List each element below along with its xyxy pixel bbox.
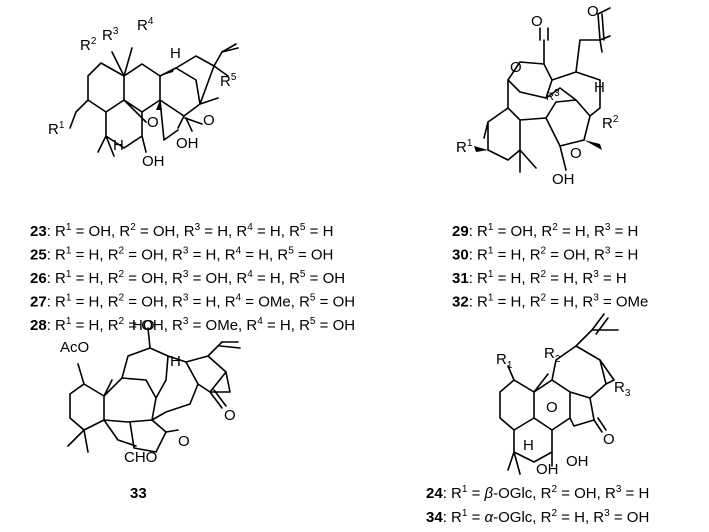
oh-2-label: OH [176,135,199,152]
oh-2-label: OH [566,453,589,470]
legend-row-30: 30: R1 = H, R2 = OH, R3 = H [452,246,638,264]
legend-row-24: 24: R1 = β-OGlc, R2 = OH, R3 = H [426,484,649,502]
h-label: H [170,353,181,370]
cho-label: CHO [124,449,157,466]
o-bridge-label: O [546,399,558,416]
o2-label: O [178,433,190,450]
legend-row-31: 31: R1 = H, R2 = H, R3 = H [452,269,627,287]
legend-row-23: 23: R1 = OH, R2 = OH, R3 = H, R4 = H, R5… [30,222,333,240]
legend-row-27: 27: R1 = H, R2 = OH, R3 = H, R4 = OMe, R… [30,293,355,311]
bond-lines [483,35,611,173]
r3-label: R3 [546,88,560,103]
legend-row-34: 34: R1 = α-OGlc, R2 = H, R3 = OH [426,508,649,526]
structure-33: HO AcO H O O CHO 33 [60,317,241,502]
o-bridge-label: O [147,114,159,131]
o1-label: O [224,407,236,424]
h-bottom-label: H [113,137,124,154]
bond-lines [67,327,231,453]
r3-label: R3 [102,26,119,44]
structure-29-series: O O O R3 H R2 R1 O OH [456,3,619,188]
o-ring-label: O [510,59,522,76]
o-ketone-label: O [203,112,215,129]
h-label: H [523,437,534,454]
legend-row-28: 28: R1 = H, R2 = OH, R3 = OMe, R4 = H, R… [30,316,355,334]
legend-row-26: 26: R1 = H, R2 = OH, R3 = OH, R4 = H, R5… [30,269,345,287]
bond-lines [499,329,619,475]
oh-1-label: OH [536,461,559,478]
r2-label: R2 [602,114,619,132]
oh-1-label: OH [142,153,165,170]
h-label: H [594,79,605,96]
r3-label: R3 [614,379,631,399]
o-ketone-label: O [603,431,615,448]
h-top-label: H [170,45,181,62]
legend-right: 29: R1 = OH, R2 = H, R3 = H 30: R1 = H, R… [452,222,648,311]
legend-row-32: 32: R1 = H, R2 = H, R3 = OMe [452,293,648,311]
compound-id-33: 33 [130,485,147,502]
r1-label: R1 [456,138,473,156]
legend-bottom: 24: R1 = β-OGlc, R2 = OH, R3 = H 34: R1 =… [426,484,649,526]
legend-left: 23: R1 = OH, R2 = OH, R3 = H, R4 = H, R5… [30,222,355,334]
aco-label: AcO [60,339,89,356]
r4-label: R4 [137,16,154,34]
legend-row-29: 29: R1 = OH, R2 = H, R3 = H [452,222,638,240]
o-lactone-carbonyl-label: O [531,13,543,30]
r2-label: R2 [544,345,561,365]
structure-24-series: R2 R1 R3 O O H OH OH [496,313,631,478]
r5-label: R5 [220,72,237,90]
ho-label: HO [132,317,155,334]
r1-label: R1 [48,120,65,138]
legend-row-25: 25: R1 = H, R2 = OH, R3 = H, R4 = H, R5 … [30,246,333,264]
r1-label: R1 [496,351,513,371]
r2-label: R2 [80,36,97,54]
bond-lines [69,43,237,157]
structure-23-series: R2 R3 R4 H R5 R1 O O H OH OH [48,16,239,170]
o-aldehyde-label: O [587,3,599,20]
oh-label: OH [552,171,575,188]
o-ring2-label: O [570,145,582,162]
